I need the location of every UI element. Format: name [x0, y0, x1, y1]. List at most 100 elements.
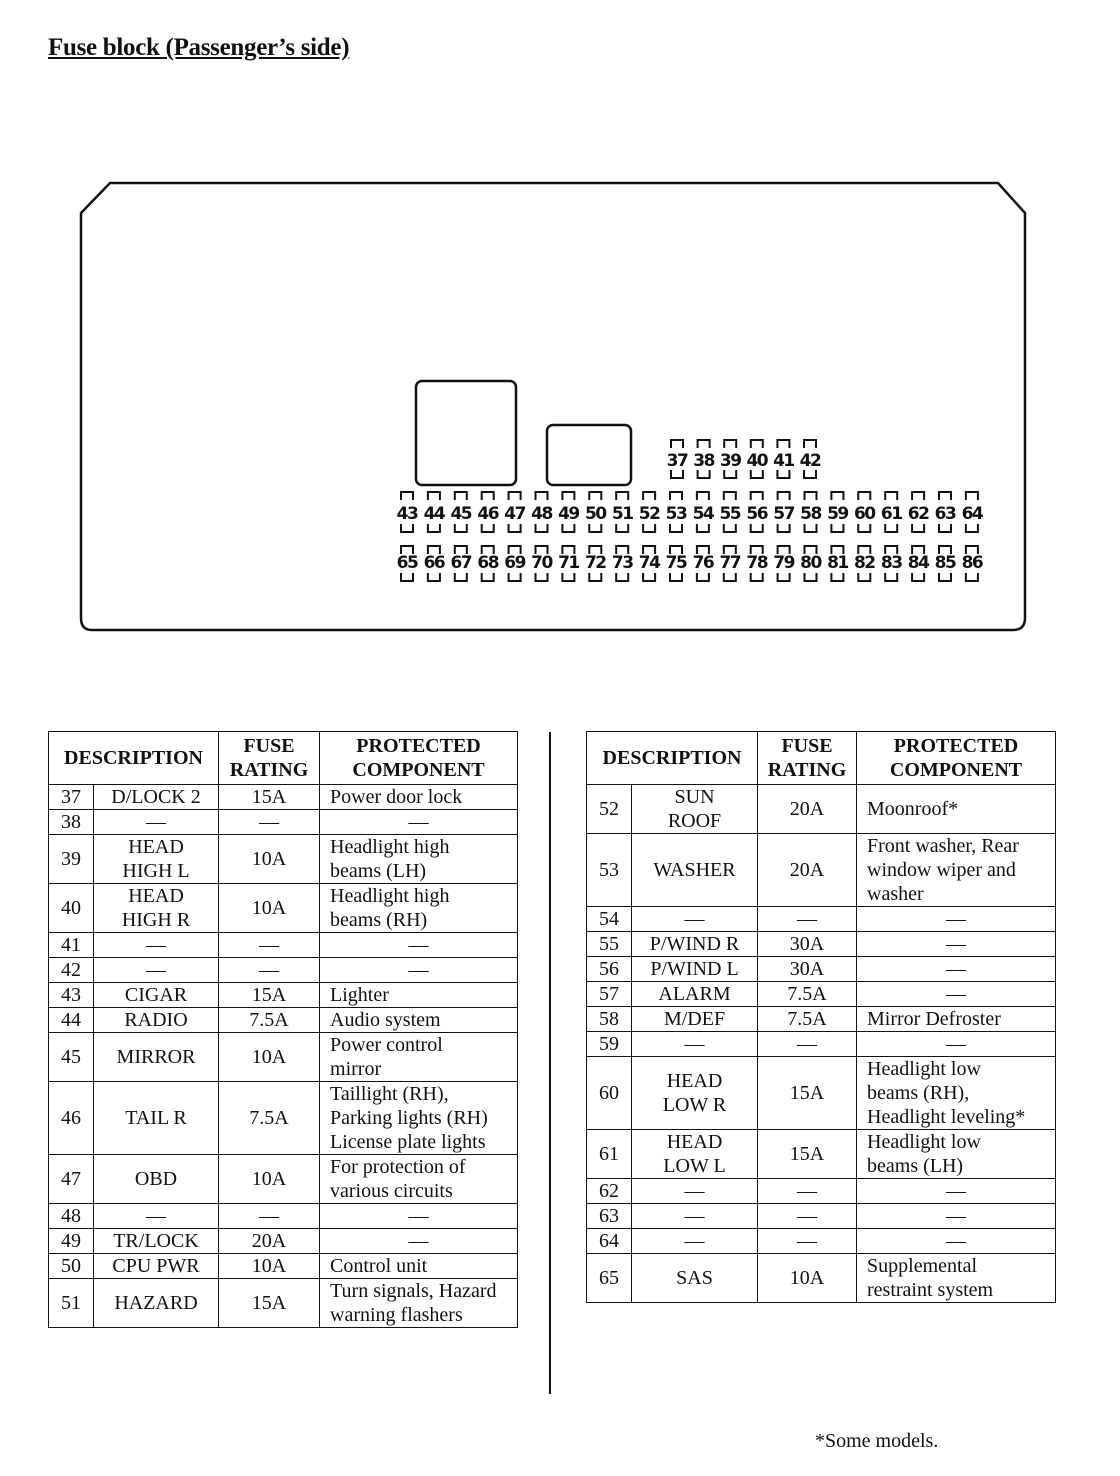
fuse-terminal-bottom	[938, 573, 952, 582]
fuse-name-cell: ALARM	[630, 981, 759, 1007]
fuse-number: 86	[962, 553, 983, 573]
fuse-name-cell: MIRROR	[92, 1032, 220, 1082]
protected-component-cell: Lighter	[319, 982, 519, 1008]
fuse-number-cell: 53	[586, 833, 632, 907]
fuse-name-cell: P/WIND R	[630, 931, 759, 957]
fuse-name-cell: —	[92, 1203, 220, 1229]
fuse-number-cell: 65	[586, 1253, 632, 1303]
fuse-terminal-bottom	[426, 573, 441, 582]
fuse-rating-cell: 10A	[218, 1032, 321, 1082]
fuse-slot: 71	[558, 545, 581, 582]
fuse-terminal-bottom	[534, 573, 549, 582]
fuse-terminal-bottom	[749, 524, 764, 533]
table-row: 64———	[586, 1228, 1057, 1254]
fuse-table-right: DESCRIPTION FUSE RATING PROTECTED COMPON…	[585, 731, 1057, 1303]
fuse-rating-cell: —	[218, 957, 321, 983]
fuse-terminal-bottom	[588, 573, 603, 582]
protected-component-cell: For protection of various circuits	[319, 1154, 519, 1204]
fuse-name-cell: CIGAR	[92, 982, 220, 1008]
fuse-slot: 62	[908, 491, 931, 533]
fuse-number-cell: 54	[586, 906, 632, 932]
header-fuse-rating: FUSE RATING	[757, 731, 858, 785]
fuse-terminal-bottom	[964, 524, 979, 533]
fuse-number: 79	[773, 553, 794, 573]
fuse-name-cell: TAIL R	[92, 1081, 220, 1155]
fuse-name-cell: WASHER	[630, 833, 759, 907]
fuse-rating-cell: 10A	[218, 834, 321, 884]
header-fuse-rating: FUSE RATING	[218, 731, 321, 785]
fuse-slot: 84	[908, 545, 932, 582]
fuse-number: 56	[746, 504, 767, 524]
fuse-number-cell: 57	[586, 981, 632, 1007]
fuse-terminal-top	[615, 491, 630, 500]
fuse-terminal-bottom	[695, 524, 710, 533]
relay-large	[414, 379, 518, 487]
fuse-number: 57	[773, 504, 794, 524]
fuse-terminal-top	[803, 545, 818, 554]
header-protected-component: PROTECTED COMPONENT	[319, 731, 519, 785]
fuse-number-cell: 41	[48, 932, 94, 958]
fuse-number: 69	[504, 553, 525, 573]
fuse-number: 43	[397, 504, 418, 524]
fuse-number: 81	[827, 553, 848, 573]
protected-component-cell: Mirror Defroster	[856, 1006, 1057, 1032]
fuse-terminal-bottom	[830, 524, 845, 533]
fuse-terminal-top	[670, 439, 684, 448]
fuse-terminal-bottom	[776, 470, 791, 479]
fuse-number: 63	[935, 504, 956, 524]
fuse-slot: 75	[666, 545, 688, 582]
fuse-slot: 60	[854, 491, 878, 533]
fuse-terminal-top	[696, 439, 711, 448]
table-row: 63———	[586, 1203, 1057, 1229]
fuse-terminal-bottom	[723, 470, 738, 479]
fuse-slot: 72	[585, 545, 608, 582]
fuse-rating-cell: 7.5A	[218, 1081, 321, 1155]
fuse-slot: 69	[504, 545, 527, 582]
protected-component-cell: Moonroof*	[856, 784, 1057, 834]
fuse-number: 85	[935, 553, 956, 573]
fuse-number-cell: 40	[48, 883, 94, 933]
fuse-slot: 76	[693, 545, 715, 582]
fuse-terminal-bottom	[480, 573, 495, 582]
header-description: DESCRIPTION	[47, 731, 220, 785]
protected-component-cell: —	[856, 1178, 1057, 1204]
fuse-rating-cell: —	[757, 1203, 858, 1229]
protected-component-cell: —	[319, 957, 519, 983]
fuse-terminal-bottom	[749, 573, 764, 582]
fuse-terminal-bottom	[830, 573, 845, 582]
protected-component-cell: —	[319, 932, 519, 958]
fuse-number-cell: 63	[586, 1203, 632, 1229]
fuse-terminal-top	[749, 545, 764, 554]
fuse-slot: 73	[612, 545, 635, 582]
fuse-rating-cell: 30A	[757, 956, 858, 982]
protected-component-cell: —	[856, 1228, 1057, 1254]
fuse-number-cell: 52	[586, 784, 632, 834]
fuse-slot: 65	[397, 545, 419, 582]
table-row: 41———	[48, 932, 519, 958]
fuse-name-cell: HEAD LOW R	[630, 1056, 759, 1130]
protected-component-cell: —	[856, 1203, 1057, 1229]
fuse-terminal-bottom	[669, 524, 683, 533]
fuse-number: 71	[558, 553, 579, 573]
fuse-rating-cell: 15A	[218, 784, 321, 810]
fuse-terminal-bottom	[857, 524, 872, 533]
fuse-number: 73	[612, 553, 633, 573]
fuse-slot: 51	[612, 491, 635, 533]
fuse-number-cell: 62	[586, 1178, 632, 1204]
fuse-rating-cell: —	[218, 1203, 321, 1229]
fuse-name-cell: —	[630, 1031, 759, 1057]
fuse-terminal-bottom	[803, 470, 817, 479]
fuse-terminal-bottom	[453, 524, 468, 533]
fuse-slot: 63	[935, 491, 957, 533]
fuse-name-cell: HAZARD	[92, 1278, 220, 1328]
fuse-number: 72	[585, 553, 606, 573]
fuse-name-cell: RADIO	[92, 1007, 220, 1033]
